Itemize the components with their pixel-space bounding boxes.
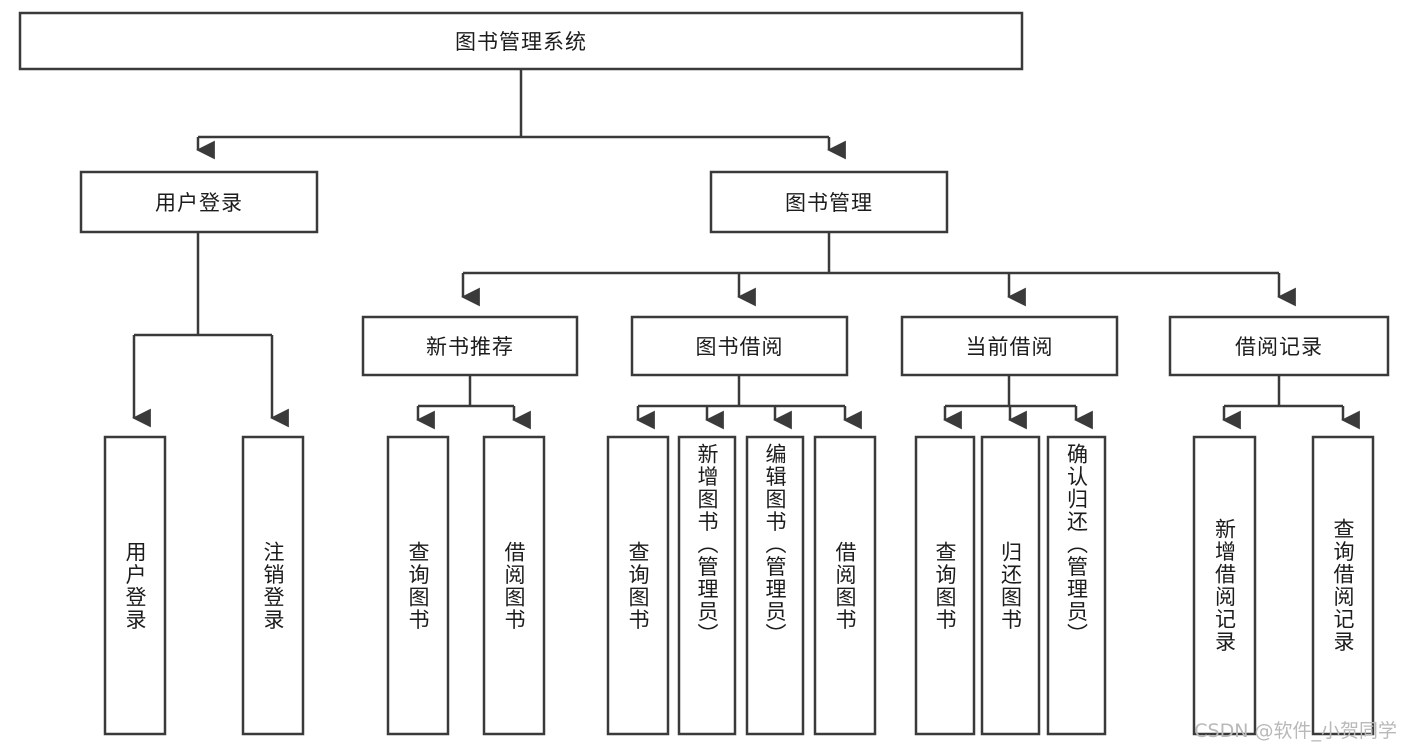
- leaf-book-borrow-2[interactable]: [745, 435, 805, 736]
- leaf-book-borrow-0[interactable]: [606, 435, 670, 736]
- edge-new-book-to-leaves: [416, 375, 531, 430]
- leaf-current-borrow-1[interactable]: [980, 435, 1041, 736]
- edge-user-login-to-leaves: [132, 232, 289, 428]
- node-new-book-recommend[interactable]: [361, 315, 579, 377]
- edge-root-to-level2: [196, 69, 846, 160]
- node-borrow-record[interactable]: [1168, 315, 1390, 377]
- leaf-borrow-record-1[interactable]: [1311, 435, 1375, 736]
- node-book-borrow[interactable]: [630, 315, 849, 377]
- leaf-current-borrow-0[interactable]: [914, 435, 976, 736]
- edge-book-manage-to-level3: [461, 232, 1296, 307]
- leaf-current-borrow-2[interactable]: [1046, 435, 1107, 736]
- leaf-book-borrow-3[interactable]: [813, 435, 877, 736]
- node-user-login[interactable]: [79, 170, 319, 234]
- leaf-book-borrow-1[interactable]: [677, 435, 737, 736]
- node-current-borrow[interactable]: [900, 315, 1119, 377]
- edge-current-borrow-to-leaves: [943, 375, 1093, 430]
- leaf-user-login-1[interactable]: [241, 435, 305, 736]
- leaf-borrow-record-0[interactable]: [1192, 435, 1257, 736]
- node-book-management[interactable]: [709, 170, 949, 234]
- edge-borrow-record-to-leaves: [1222, 375, 1360, 430]
- csdn-watermark: CSDN @软件_小贺同学: [1194, 720, 1397, 742]
- node-root[interactable]: [18, 11, 1024, 71]
- leaf-user-login-0[interactable]: [103, 435, 167, 736]
- edge-book-borrow-to-leaves: [636, 375, 862, 430]
- leaf-new-book-1[interactable]: [482, 435, 546, 736]
- leaf-new-book-0[interactable]: [386, 435, 450, 736]
